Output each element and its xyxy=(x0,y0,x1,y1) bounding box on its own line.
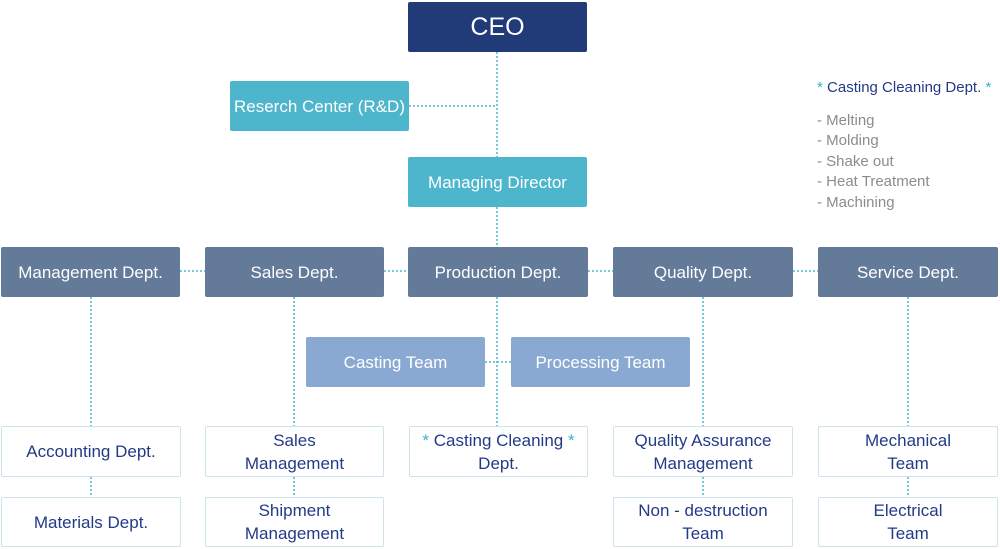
node-quality-dept: Quality Dept. xyxy=(613,247,793,297)
node-casting-cleaning-line1: Casting Cleaning xyxy=(433,430,564,450)
note-title: * Casting Cleaning Dept. * xyxy=(817,78,1000,99)
node-mechanical-line1: Mechanical xyxy=(865,430,951,450)
casting-cleaning-note: * Casting Cleaning Dept. * - Melting - M… xyxy=(817,78,1000,213)
node-service-dept-label: Service Dept. xyxy=(856,262,960,282)
node-non-destruction-line2: Team xyxy=(682,524,724,543)
node-processing-team: Processing Team xyxy=(511,337,690,387)
node-production-dept: Production Dept. xyxy=(408,247,588,297)
node-ceo-label: CEO xyxy=(470,12,525,41)
node-materials-dept: Materials Dept. xyxy=(1,497,181,547)
node-casting-cleaning-line2: Dept. xyxy=(478,453,519,473)
node-materials-dept-label: Materials Dept. xyxy=(33,512,149,532)
note-item-shake-out: - Shake out xyxy=(817,152,894,170)
node-casting-cleaning-dept: * Casting Cleaning * Dept. xyxy=(409,426,588,477)
node-sales-management-line2: Management xyxy=(244,453,345,473)
node-processing-team-label: Processing Team xyxy=(535,352,666,372)
node-ceo: CEO xyxy=(408,2,587,52)
node-electrical-line2: Team xyxy=(887,524,929,543)
note-item-machining: - Machining xyxy=(817,193,895,211)
note-title-text: Casting Cleaning Dept. xyxy=(827,79,982,96)
node-quality-dept-label: Quality Dept. xyxy=(653,262,753,282)
node-casting-team: Casting Team xyxy=(306,337,485,387)
node-qa-management-line1: Quality Assurance xyxy=(634,430,772,450)
node-service-dept: Service Dept. xyxy=(818,247,998,297)
asterisk-right: * xyxy=(567,430,575,450)
node-research-center-label: Reserch Center (R&D) xyxy=(234,96,405,116)
node-management-dept-label: Management Dept. xyxy=(18,262,163,282)
node-casting-team-label: Casting Team xyxy=(343,352,448,372)
node-shipment-management-line2: Management xyxy=(244,524,345,543)
note-item-melting: - Melting xyxy=(817,111,875,129)
node-managing-director-label: Managing Director xyxy=(428,172,567,192)
node-shipment-management-line1: Shipment xyxy=(258,501,331,520)
asterisk-left: * xyxy=(422,430,430,450)
note-item-heat-treatment: - Heat Treatment xyxy=(817,173,930,190)
node-qa-management-line2: Management xyxy=(653,453,753,473)
node-electrical-line1: Electrical xyxy=(873,501,943,520)
node-mechanical-line2: Team xyxy=(887,453,929,473)
node-research-center: Reserch Center (R&D) xyxy=(230,81,409,131)
node-sales-dept: Sales Dept. xyxy=(205,247,384,297)
node-non-destruction-line1: Non - destruction xyxy=(638,501,768,520)
node-accounting-dept-label: Accounting Dept. xyxy=(26,442,156,461)
node-production-dept-label: Production Dept. xyxy=(434,262,562,282)
node-management-dept: Management Dept. xyxy=(1,247,180,297)
node-accounting-dept: Accounting Dept. xyxy=(1,426,181,477)
node-sales-dept-label: Sales Dept. xyxy=(250,262,339,282)
note-asterisk-right: * xyxy=(985,79,992,96)
node-managing-director: Managing Director xyxy=(408,157,587,207)
note-asterisk-left: * xyxy=(817,79,823,96)
note-item-molding: - Molding xyxy=(817,132,879,149)
node-sales-management-line1: Sales xyxy=(273,430,316,450)
